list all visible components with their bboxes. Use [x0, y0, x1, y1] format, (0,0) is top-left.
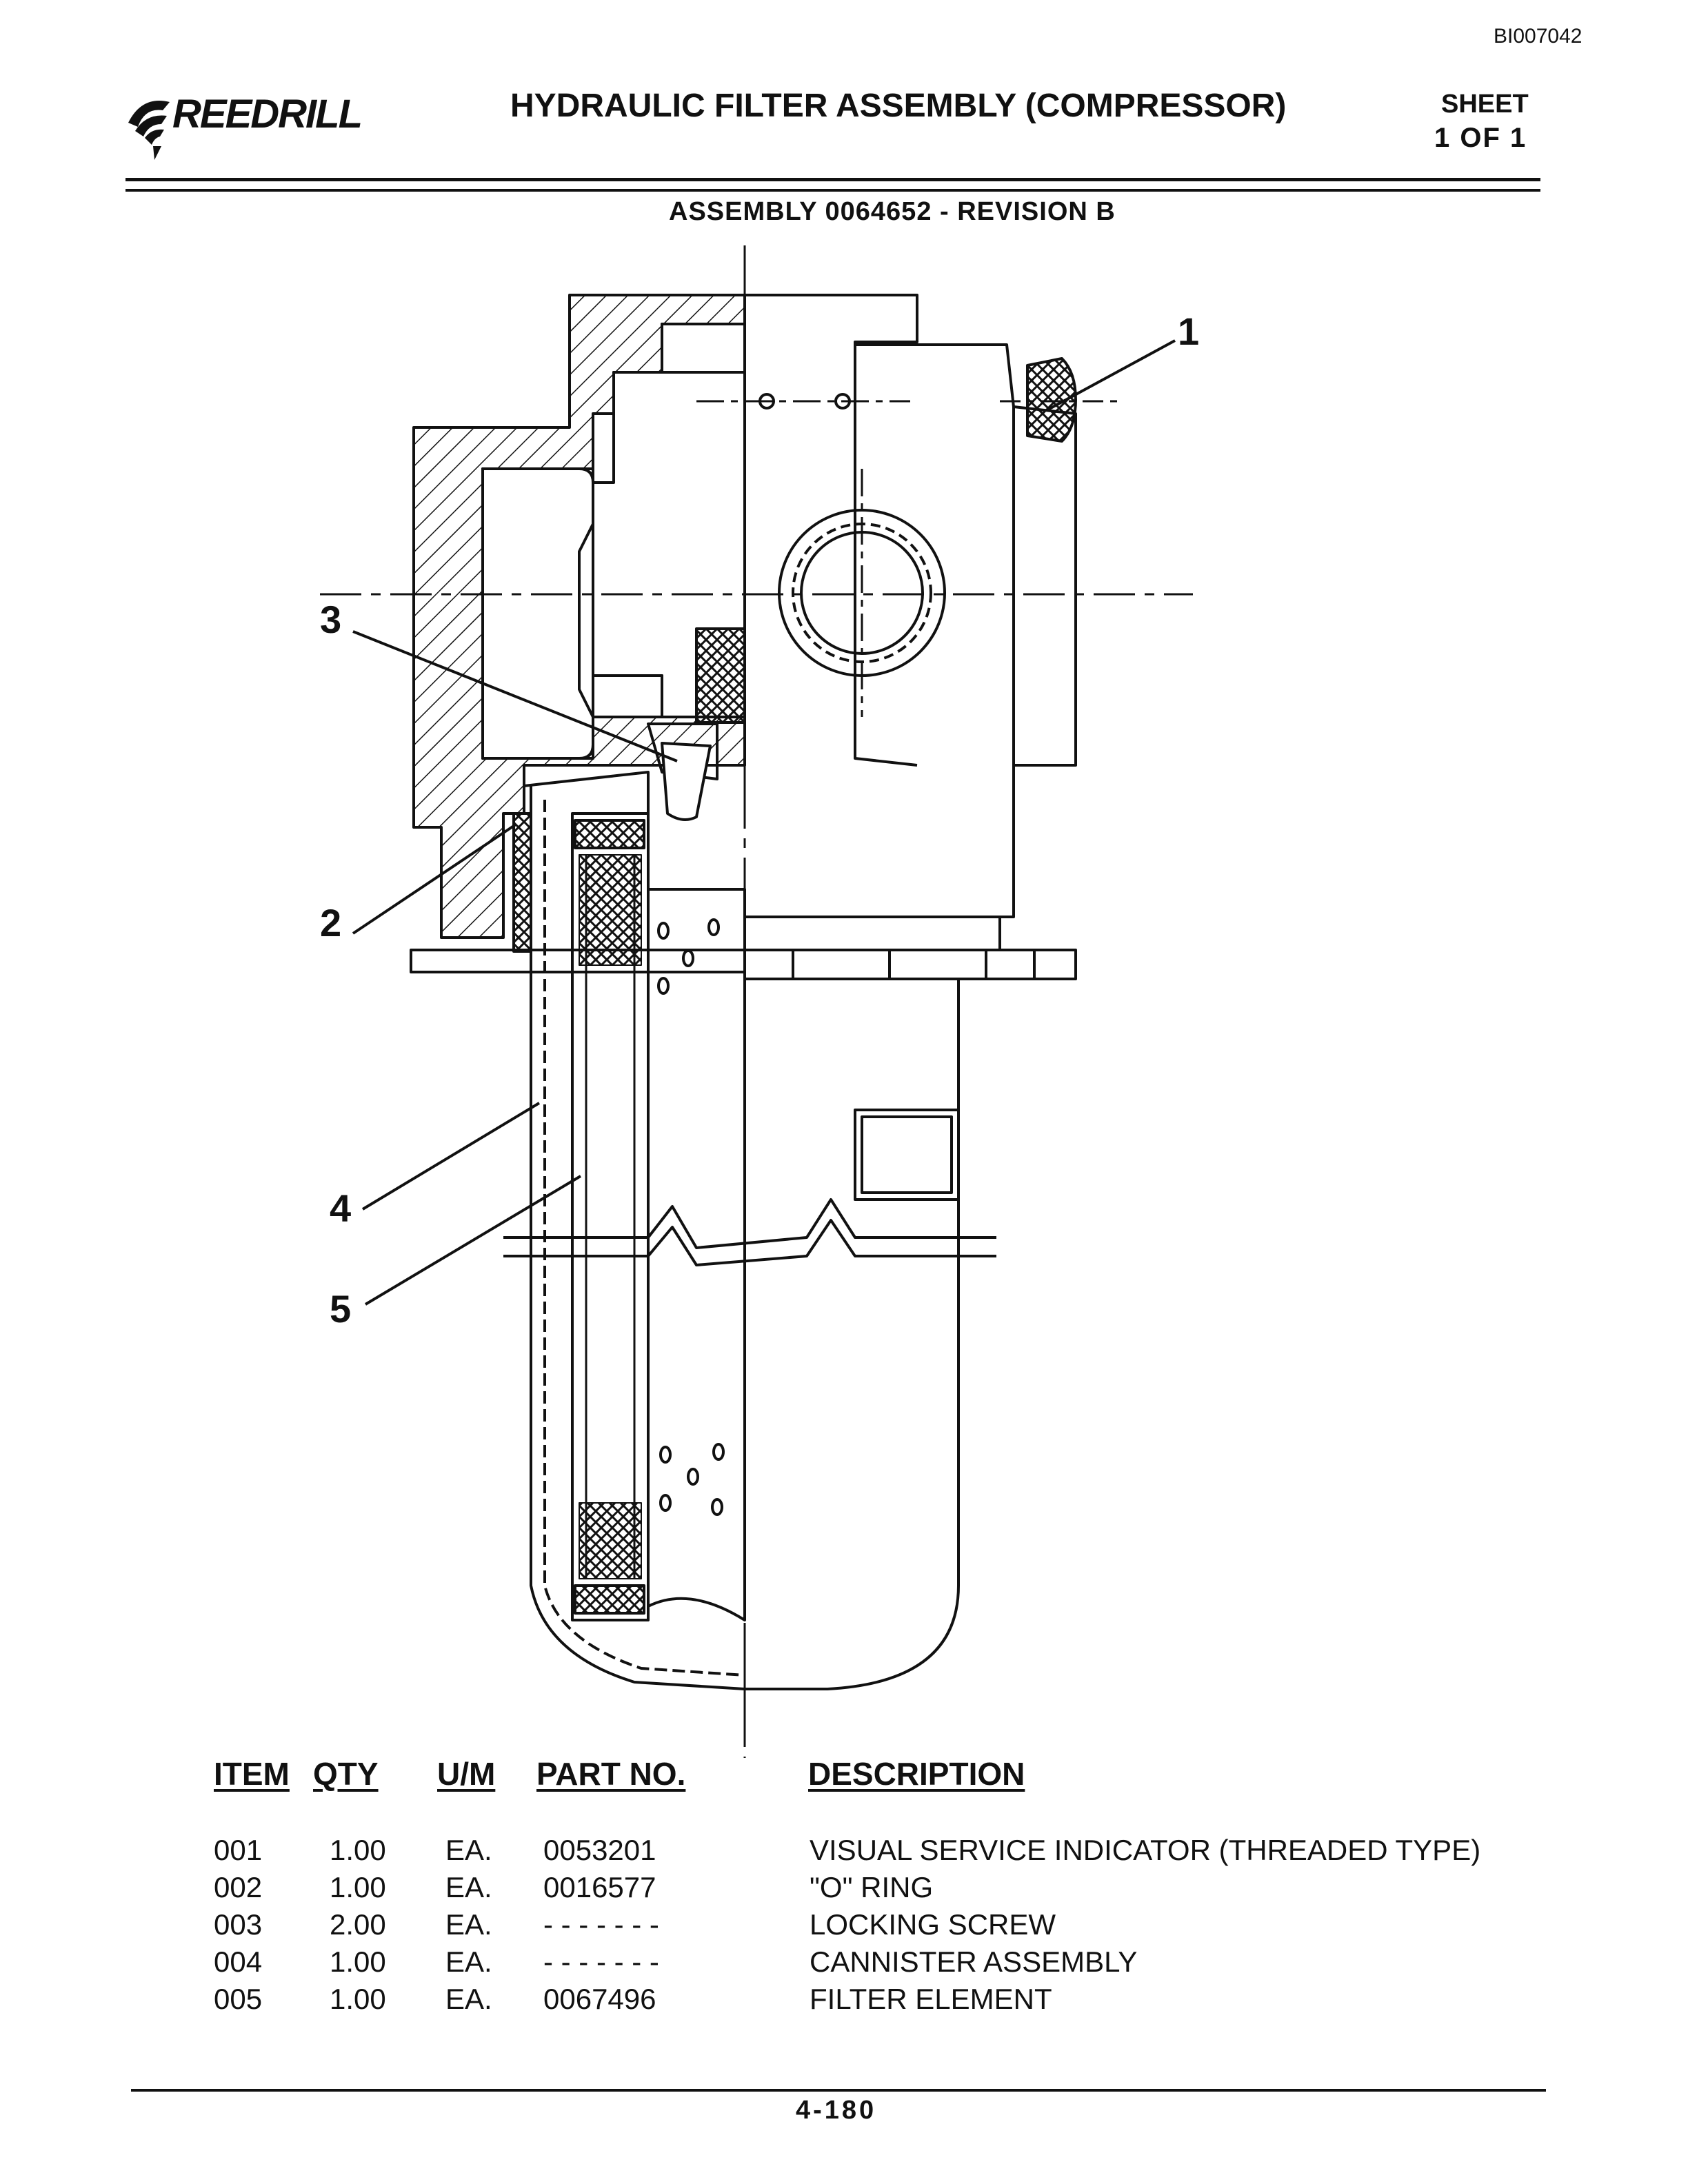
cell-item: 003 [214, 1908, 263, 1941]
cell-description: VISUAL SERVICE INDICATOR (THREADED TYPE) [810, 1834, 1481, 1866]
cell-qty: 1.00 [330, 1983, 386, 2015]
cell-qty: 1.00 [330, 1871, 386, 1903]
cell-um: EA. [445, 1834, 492, 1866]
callout-2: 2 [320, 901, 342, 944]
company-logo: REEDRILL [121, 88, 370, 164]
header-part-no: PART NO. [536, 1756, 686, 1792]
sheet-label: SHEET [1441, 90, 1529, 119]
table-row: 003 2.00 EA. - - - - - - - LOCKING SCREW [0, 1908, 1688, 1944]
sheet-value: 1 OF 1 [1434, 123, 1527, 153]
callout-4: 4 [330, 1186, 352, 1230]
table-row: 002 1.00 EA. 0016577 "O" RING [0, 1871, 1688, 1907]
cell-item: 002 [214, 1871, 263, 1903]
cell-item: 001 [214, 1834, 263, 1866]
cell-qty: 2.00 [330, 1908, 386, 1941]
header-um: U/M [437, 1756, 496, 1792]
document-id: BI007042 [1494, 25, 1582, 48]
header-rule-lower [125, 189, 1540, 192]
cell-part-no: 0016577 [543, 1871, 656, 1903]
header-item: ITEM [214, 1756, 290, 1792]
page-number: 4-180 [796, 2096, 877, 2125]
assembly-line: ASSEMBLY 0064652 - REVISION B [669, 197, 1116, 226]
cell-description: LOCKING SCREW [810, 1908, 1056, 1941]
cell-part-no: 0053201 [543, 1834, 656, 1866]
table-row: 005 1.00 EA. 0067496 FILTER ELEMENT [0, 1983, 1688, 2019]
cell-part-no: - - - - - - - [543, 1945, 659, 1978]
cell-um: EA. [445, 1983, 492, 2015]
footer-rule [131, 2089, 1546, 2092]
table-row: 004 1.00 EA. - - - - - - - CANNISTER ASS… [0, 1945, 1688, 1981]
cell-part-no: 0067496 [543, 1983, 656, 2015]
cell-um: EA. [445, 1945, 492, 1978]
cell-description: FILTER ELEMENT [810, 1983, 1052, 2015]
cell-description: CANNISTER ASSEMBLY [810, 1945, 1138, 1978]
header-qty: QTY [313, 1756, 379, 1792]
logo-text: REEDRILL [172, 92, 363, 136]
callout-1: 1 [1178, 310, 1200, 353]
header-rule-upper [125, 178, 1540, 181]
service-indicator-part [1026, 357, 1077, 443]
cell-item: 005 [214, 1983, 263, 2015]
o-ring-part [512, 812, 532, 953]
cell-um: EA. [445, 1908, 492, 1941]
header-description: DESCRIPTION [808, 1756, 1025, 1792]
cell-qty: 1.00 [330, 1945, 386, 1978]
cell-item: 004 [214, 1945, 263, 1978]
cell-part-no: - - - - - - - [543, 1908, 659, 1941]
page-title: HYDRAULIC FILTER ASSEMBLY (COMPRESSOR) [510, 88, 1287, 124]
callout-5: 5 [330, 1287, 352, 1331]
cell-um: EA. [445, 1871, 492, 1903]
table-row: 001 1.00 EA. 0053201 VISUAL SERVICE INDI… [0, 1834, 1688, 1870]
cell-description: "O" RING [810, 1871, 934, 1903]
callout-3: 3 [320, 598, 342, 641]
locking-screw-part [661, 742, 712, 821]
logo-swirl-icon [128, 101, 170, 160]
cell-qty: 1.00 [330, 1834, 386, 1866]
